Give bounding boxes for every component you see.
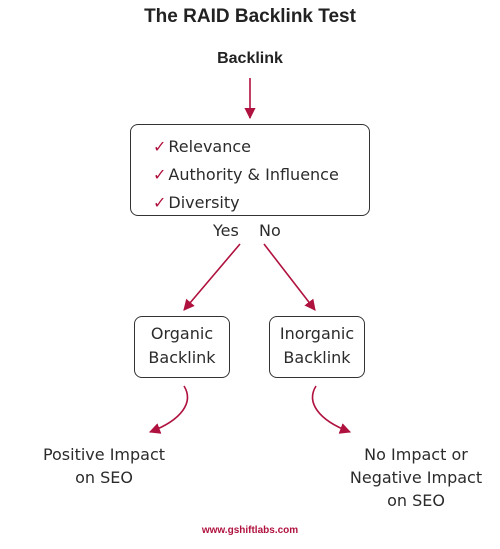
outcome-label: No Impact or (364, 445, 468, 464)
checkmark-icon: ✓ (153, 193, 167, 212)
criteria-item: ✓Diversity (153, 189, 369, 217)
criteria-box: ✓Relevance ✓Authority & Influence ✓Diver… (130, 124, 370, 216)
node-organic-backlink: Organic Backlink (134, 316, 230, 378)
arrow-organic-to-positive (148, 385, 189, 434)
node-label: Backlink (283, 348, 351, 367)
criteria-label-relevance: Relevance (168, 137, 251, 156)
criteria-label-diversity: Diversity (168, 193, 240, 212)
checkmark-icon: ✓ (153, 165, 167, 184)
outcome-label: on SEO (75, 468, 133, 487)
arrow-no-to-inorganic (263, 243, 316, 311)
criteria-item: ✓Relevance (153, 133, 369, 161)
outcome-label: Positive Impact (42, 445, 166, 464)
outcome-positive: Positive Impact on SEO (24, 443, 184, 489)
footer-url: www.gshiftlabs.com (201, 525, 299, 536)
outcome-label: on SEO (387, 491, 445, 510)
arrow-yes-to-organic (183, 243, 241, 311)
branch-label-yes: Yes (213, 221, 239, 240)
criteria-item: ✓Authority & Influence (153, 161, 369, 189)
branch-label-no: No (259, 221, 281, 240)
outcome-negative: No Impact or Negative Impact on SEO (336, 443, 496, 512)
node-label: Inorganic (279, 324, 355, 343)
node-inorganic-backlink: Inorganic Backlink (269, 316, 365, 378)
diagram-title: The RAID Backlink Test (144, 6, 356, 27)
criteria-label-authority: Authority & Influence (168, 165, 339, 184)
node-label: Organic (150, 324, 214, 343)
start-node-backlink: Backlink (217, 50, 283, 67)
node-label: Backlink (148, 348, 216, 367)
arrow-inorganic-to-negative (311, 385, 352, 434)
checkmark-icon: ✓ (153, 137, 167, 156)
outcome-label: Negative Impact (349, 468, 483, 487)
